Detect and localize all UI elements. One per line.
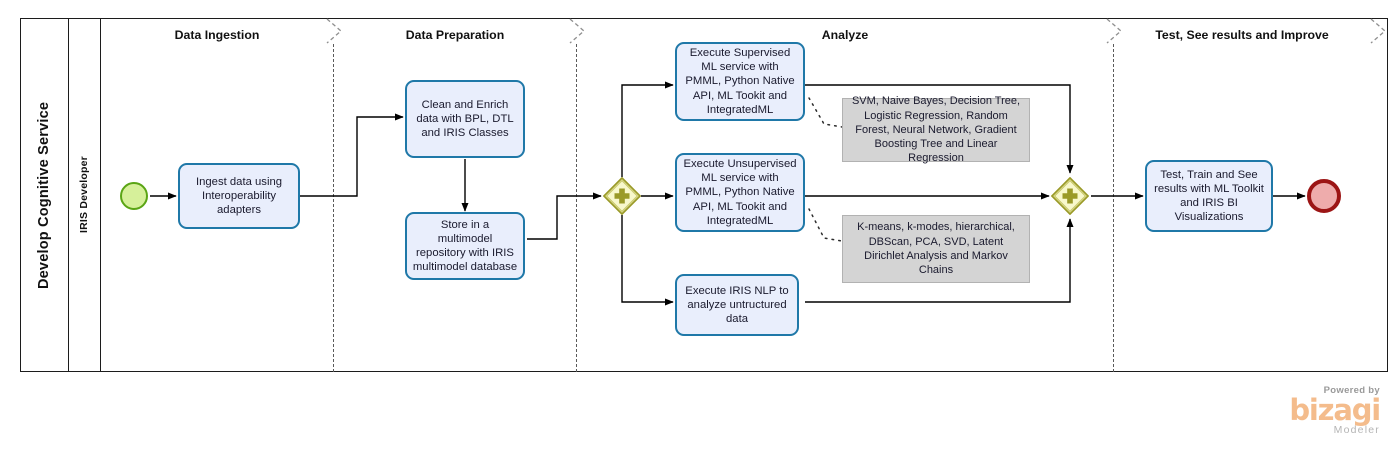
- plus-icon: [614, 188, 630, 204]
- task-execute-unsupervised-ml[interactable]: Execute Unsupervised ML service with PMM…: [675, 153, 805, 232]
- bizagi-logo-text: bizagi: [1289, 392, 1381, 427]
- phase-separator-2: [576, 44, 578, 372]
- parallel-gateway-join[interactable]: [1051, 177, 1089, 215]
- task-test-train-see-results[interactable]: Test, Train and See results with ML Tool…: [1145, 160, 1273, 232]
- task-execute-iris-nlp[interactable]: Execute IRIS NLP to analyze untructured …: [675, 274, 799, 336]
- plus-icon: [1062, 188, 1078, 204]
- phase-title-test-see-results: Test, See results and Improve: [1155, 28, 1329, 42]
- start-event[interactable]: [120, 182, 148, 210]
- lane-title-iris-developer: IRIS Developer: [78, 156, 90, 234]
- phase-chevron-3: [1106, 18, 1122, 44]
- phase-separator-3: [1113, 44, 1115, 372]
- task-store-multimodel[interactable]: Store in a multimodel repository with IR…: [405, 212, 525, 280]
- parallel-gateway-split[interactable]: [603, 177, 641, 215]
- phase-title-data-preparation: Data Preparation: [405, 28, 505, 42]
- lane-label-divider: [100, 18, 102, 372]
- annotation-unsupervised-algorithms: K-means, k-modes, hierarchical, DBScan, …: [842, 215, 1030, 283]
- annotation-supervised-algorithms: SVM, Naive Bayes, Decision Tree, Logisti…: [842, 95, 1030, 164]
- end-event[interactable]: [1307, 179, 1341, 213]
- pool-title: Develop Cognitive Service: [36, 101, 52, 289]
- phase-chevron-4: [1370, 18, 1386, 44]
- powered-by-label: Powered by: [1323, 385, 1380, 396]
- modeler-label: Modeler: [1333, 423, 1380, 436]
- phase-separator-1: [333, 44, 335, 372]
- task-execute-supervised-ml[interactable]: Execute Supervised ML service with PMML,…: [675, 42, 805, 121]
- phase-title-data-ingestion: Data Ingestion: [174, 28, 260, 42]
- phase-title-analyze: Analyze: [821, 28, 869, 42]
- phase-chevron-2: [569, 18, 585, 44]
- pool-label-divider: [68, 18, 70, 372]
- bizagi-watermark: Powered by bizagi Modeler: [1268, 385, 1381, 436]
- phase-chevron-1: [326, 18, 342, 44]
- task-ingest[interactable]: Ingest data using Interoperability adapt…: [178, 163, 300, 229]
- task-clean-enrich[interactable]: Clean and Enrich data with BPL, DTL and …: [405, 80, 525, 158]
